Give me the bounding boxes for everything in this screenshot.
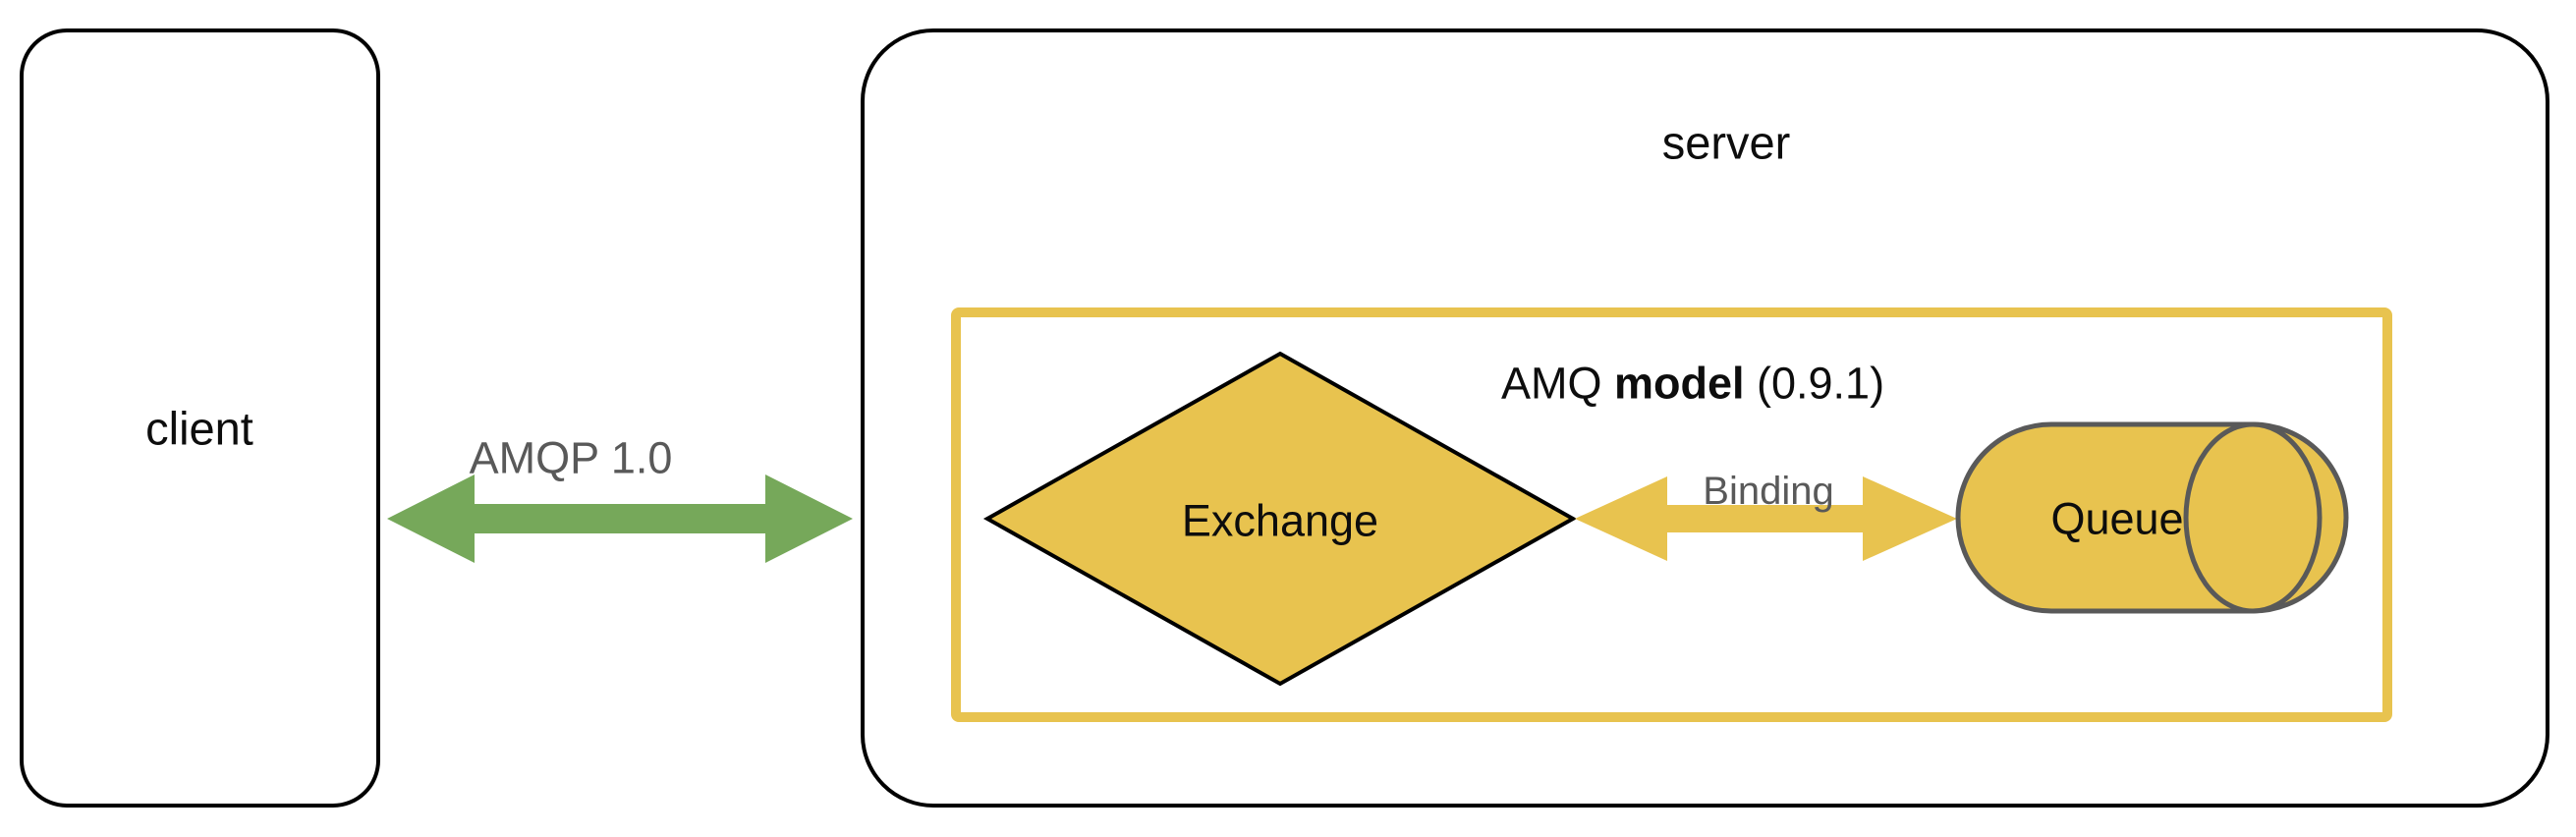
client-box[interactable]	[20, 28, 380, 808]
exchange-label: Exchange	[1181, 495, 1379, 546]
amqp-protocol-label: AMQP 1.0	[469, 432, 673, 483]
queue-cylinder[interactable]	[1955, 421, 2349, 614]
binding-arrow[interactable]	[1575, 476, 1957, 561]
server-label: server	[1661, 116, 1791, 169]
amq-model-label-suffix: (0.9.1)	[1744, 358, 1885, 409]
amq-model-label-bold: model	[1613, 358, 1745, 409]
binding-label: Binding	[1703, 470, 1834, 513]
amq-model-box[interactable]	[951, 307, 2392, 722]
client-label: client	[145, 402, 253, 455]
exchange-diamond[interactable]	[982, 351, 1578, 687]
amq-model-label: AMQ model (0.9.1)	[1501, 362, 1884, 406]
amqp-protocol-arrow[interactable]	[387, 474, 853, 563]
queue-label: Queue	[2050, 493, 2184, 544]
amq-model-label-prefix: AMQ	[1500, 358, 1614, 409]
